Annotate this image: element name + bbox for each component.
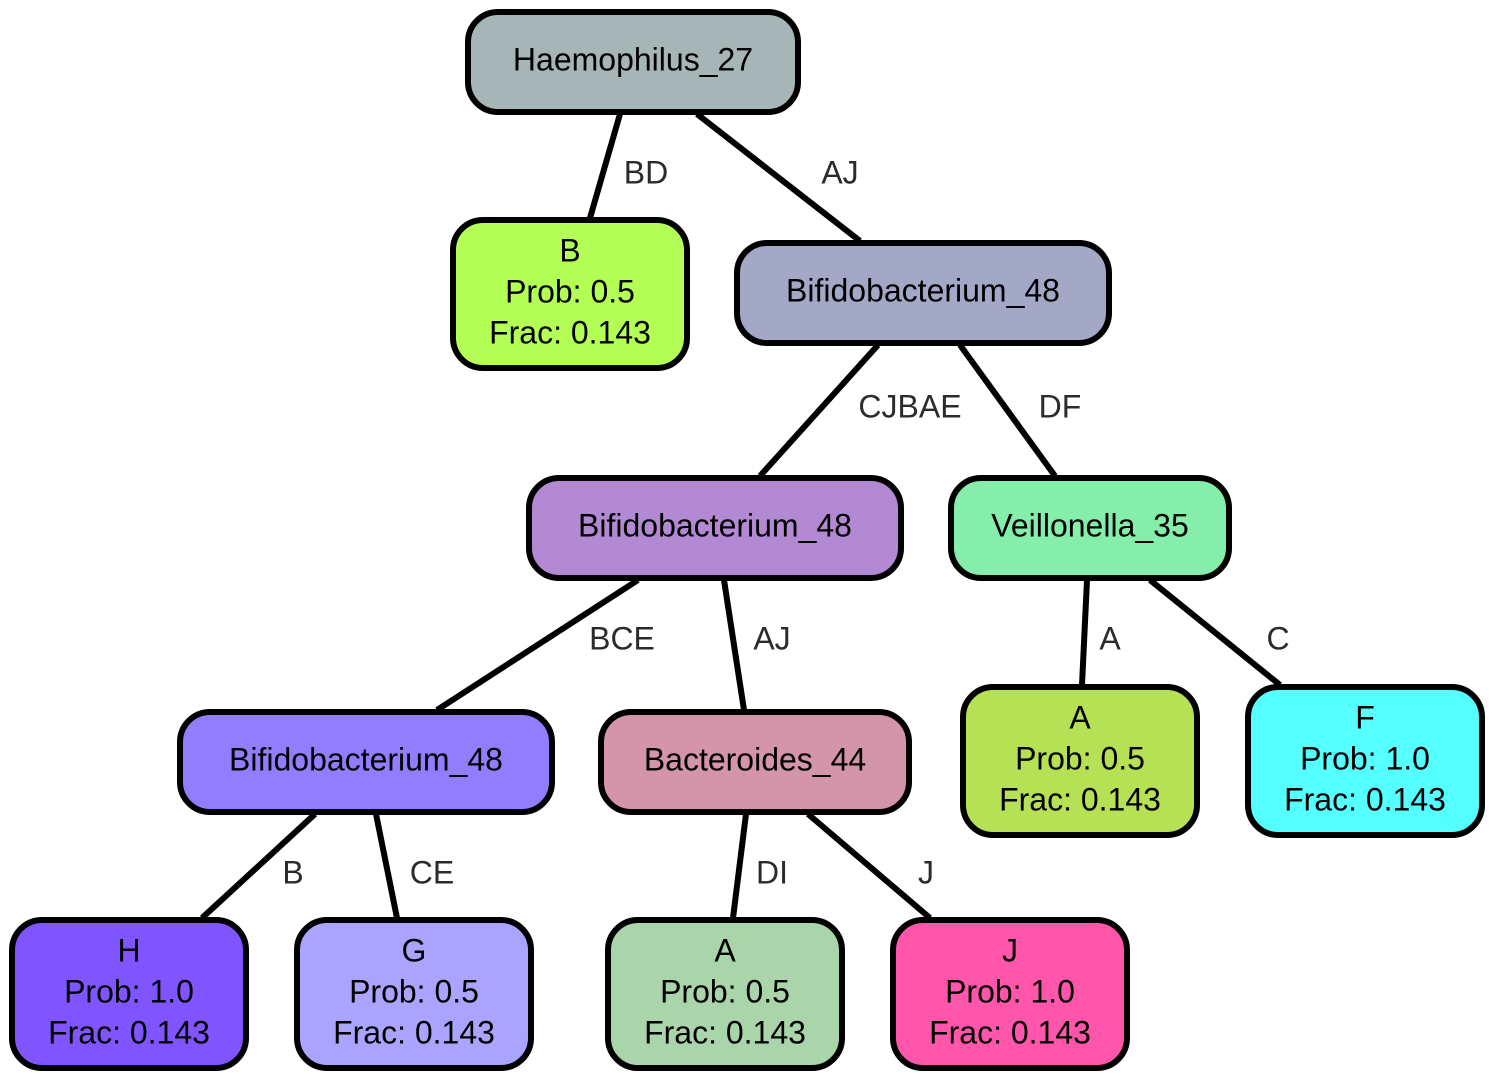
node-stat: Prob: 1.0 bbox=[945, 973, 1075, 1009]
node-stat: Frac: 0.143 bbox=[1284, 781, 1446, 817]
edges-layer bbox=[199, 111, 1282, 921]
edge-n2-n4 bbox=[957, 343, 1058, 478]
node-title: Bifidobacterium_48 bbox=[229, 741, 503, 777]
edge-label: C bbox=[1266, 620, 1289, 656]
edge-n6-n12 bbox=[806, 811, 932, 921]
node-stat: Frac: 0.143 bbox=[644, 1014, 806, 1050]
node-box bbox=[734, 240, 1112, 346]
edge-n4-n8 bbox=[1148, 577, 1282, 688]
node-title: B bbox=[559, 232, 580, 268]
node-title: Veillonella_35 bbox=[991, 507, 1189, 543]
edge-n0-n2 bbox=[695, 111, 862, 244]
node-title: Bifidobacterium_48 bbox=[786, 272, 1060, 308]
tree-node: Veillonella_35 bbox=[948, 475, 1232, 581]
edge-label: A bbox=[1099, 620, 1121, 656]
edge-n3-n5 bbox=[435, 577, 640, 713]
edge-n2-n3 bbox=[757, 342, 881, 479]
edge-label: BCE bbox=[589, 620, 655, 656]
node-box bbox=[598, 709, 912, 815]
node-title: Bifidobacterium_48 bbox=[578, 507, 852, 543]
node-stat: Frac: 0.143 bbox=[333, 1014, 495, 1050]
node-title: A bbox=[1069, 699, 1091, 735]
edge-label: BD bbox=[624, 154, 668, 190]
node-title: Haemophilus_27 bbox=[513, 41, 753, 77]
tree-node: Haemophilus_27 bbox=[465, 9, 801, 115]
edge-label: J bbox=[918, 854, 934, 890]
node-stat: Frac: 0.143 bbox=[489, 314, 651, 350]
node-box bbox=[948, 475, 1232, 581]
node-title: G bbox=[402, 932, 427, 968]
node-box bbox=[450, 217, 690, 371]
node-box bbox=[960, 684, 1200, 838]
edge-label: DI bbox=[756, 854, 788, 890]
edge-label: B bbox=[282, 854, 303, 890]
node-stat: Prob: 0.5 bbox=[660, 973, 790, 1009]
tree-node: Bifidobacterium_48 bbox=[177, 709, 555, 815]
edge-n6-n11 bbox=[730, 813, 749, 919]
node-box bbox=[605, 917, 845, 1071]
node-title: Bacteroides_44 bbox=[644, 741, 866, 777]
node-box bbox=[1245, 684, 1485, 838]
node-stat: Prob: 1.0 bbox=[1300, 740, 1430, 776]
edge-n3-n6 bbox=[721, 579, 747, 711]
node-stat: Prob: 0.5 bbox=[349, 973, 479, 1009]
node-box bbox=[890, 917, 1130, 1071]
edge-n5-n9 bbox=[199, 811, 318, 921]
edge-label: CE bbox=[410, 854, 454, 890]
edge-label: AJ bbox=[821, 154, 858, 190]
node-stat: Frac: 0.143 bbox=[929, 1014, 1091, 1050]
node-stat: Frac: 0.143 bbox=[48, 1014, 210, 1050]
node-title: A bbox=[714, 932, 736, 968]
tree-node: Bacteroides_44 bbox=[598, 709, 912, 815]
node-box bbox=[177, 709, 555, 815]
edge-n5-n10 bbox=[373, 813, 400, 919]
node-title: F bbox=[1355, 699, 1375, 735]
node-title: J bbox=[1002, 932, 1018, 968]
tree-node: Bifidobacterium_48 bbox=[734, 240, 1112, 346]
edge-label: DF bbox=[1039, 388, 1082, 424]
node-box bbox=[9, 917, 249, 1071]
node-title: H bbox=[117, 932, 140, 968]
edge-n0-n1 bbox=[587, 113, 623, 219]
edge-n4-n7 bbox=[1079, 579, 1090, 686]
edge-label: CJBAE bbox=[858, 388, 961, 424]
node-box bbox=[526, 475, 904, 581]
node-stat: Prob: 0.5 bbox=[505, 273, 635, 309]
node-stat: Frac: 0.143 bbox=[999, 781, 1161, 817]
node-box bbox=[465, 9, 801, 115]
edge-label: AJ bbox=[753, 620, 790, 656]
tree-node: Bifidobacterium_48 bbox=[526, 475, 904, 581]
node-stat: Prob: 1.0 bbox=[64, 973, 194, 1009]
node-box bbox=[294, 917, 534, 1071]
node-stat: Prob: 0.5 bbox=[1015, 740, 1145, 776]
